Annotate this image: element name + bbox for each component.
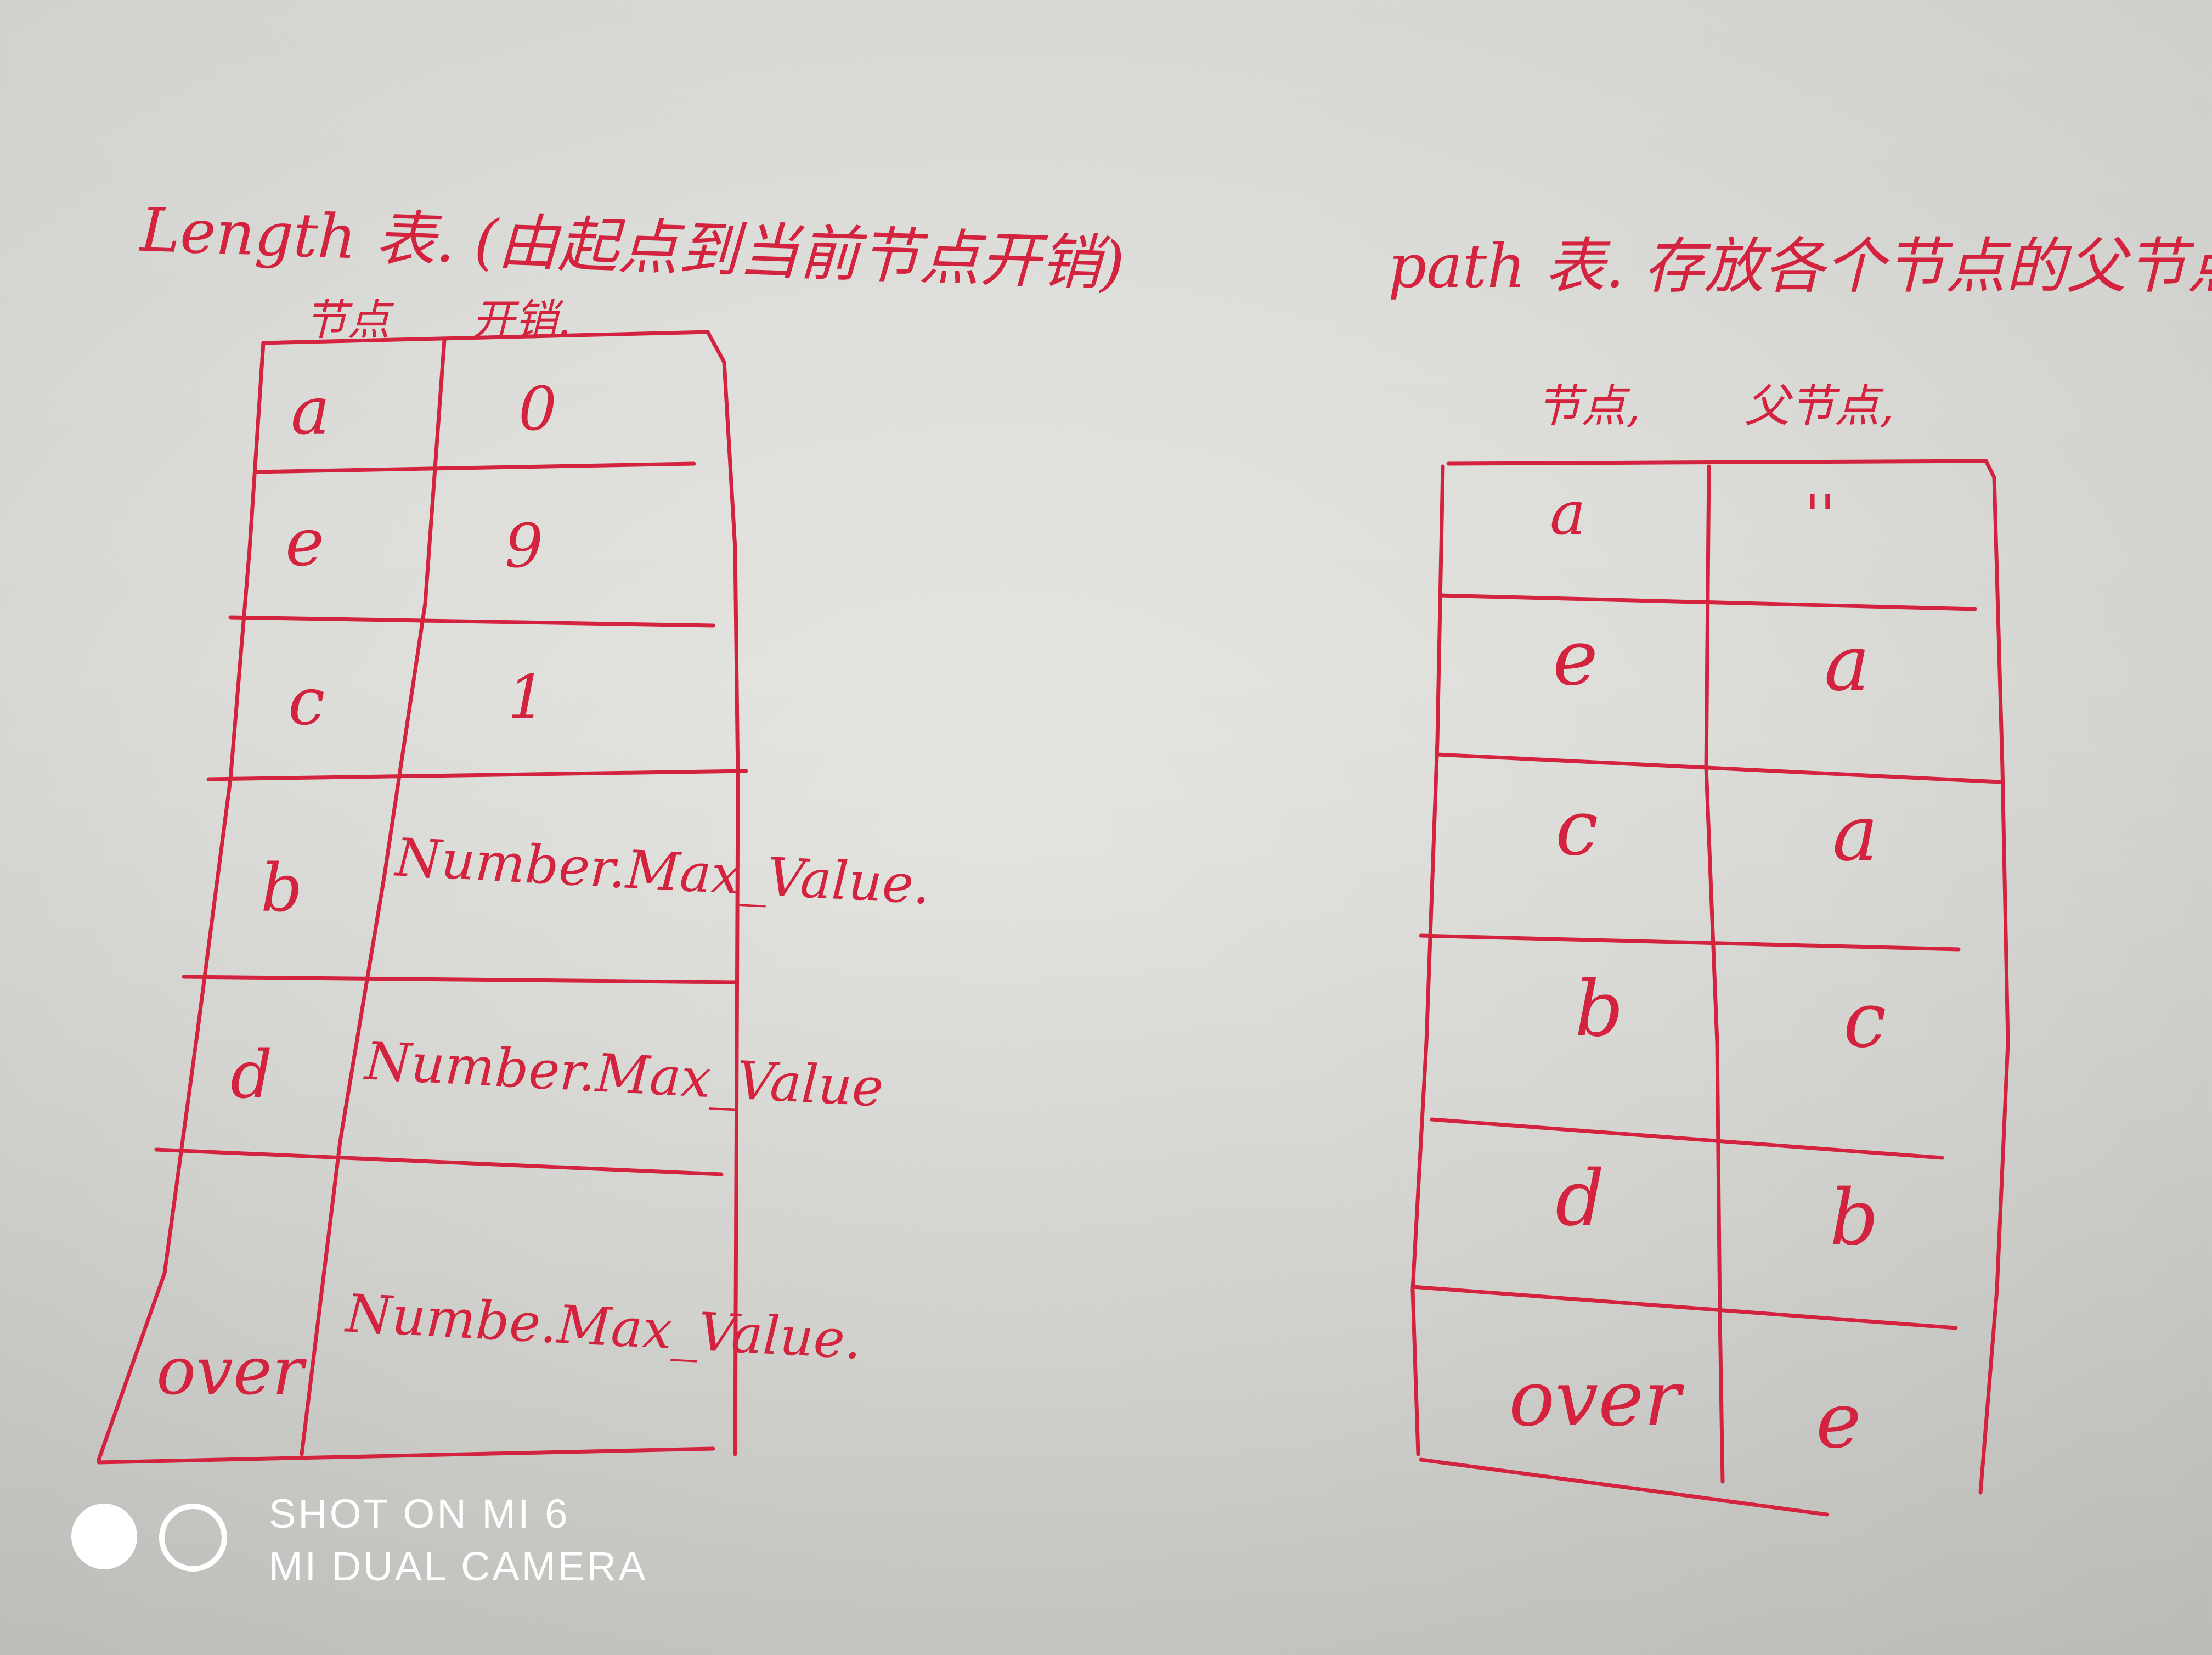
camera-watermark: SHOT ON MI 6 MI DUAL CAMERA <box>71 1493 675 1602</box>
length-table-node-cell: over <box>156 1333 304 1410</box>
path-table-node-cell: b <box>1575 965 1624 1054</box>
path-table-node-cell: e <box>1553 613 1598 703</box>
length-table-value-cell: 9 <box>505 511 543 581</box>
length-table-value-cell: 1 <box>507 662 546 732</box>
length-table-value-cell: 0 <box>518 374 557 444</box>
path-table-parent-cell: a <box>1832 789 1878 879</box>
path-table-parent-cell: e <box>1816 1376 1861 1466</box>
watermark-line-2: MI DUAL CAMERA <box>269 1544 648 1589</box>
length-table-header-cost: 开销. <box>472 296 571 345</box>
length-table-node-cell: b <box>261 851 303 927</box>
length-table-node-cell: d <box>230 1037 273 1113</box>
path-table-header-parent: 父节点, <box>1745 380 1894 432</box>
path-table-header-node: 节点, <box>1536 380 1641 432</box>
path-table-node-cell: d <box>1555 1154 1605 1243</box>
path-table-node-cell: c <box>1555 784 1599 873</box>
path-table-node-cell: over <box>1509 1354 1681 1444</box>
path-table-parent-cell: b <box>1830 1173 1879 1263</box>
filled-circle-icon <box>71 1504 137 1569</box>
ring-circle-icon <box>159 1504 227 1572</box>
path-table-node-cell: a <box>1550 478 1586 548</box>
length-table-grid <box>97 330 748 1465</box>
length-table-node-cell: c <box>288 664 325 740</box>
length-table-header-node: 节点 <box>304 296 391 345</box>
watermark-line-1: SHOT ON MI 6 <box>269 1491 570 1536</box>
path-table-parent-cell: c <box>1843 976 1887 1065</box>
path-table-title: path 表. 存放各个节点的父节点 <box>1388 231 2212 301</box>
path-table-parent-cell: a <box>1824 619 1870 708</box>
length-table-node-cell: a <box>291 373 330 449</box>
length-table-node-cell: e <box>285 505 325 581</box>
path-table-grid <box>1410 459 2010 1517</box>
path-table-parent-cell: '' <box>1805 483 1835 548</box>
